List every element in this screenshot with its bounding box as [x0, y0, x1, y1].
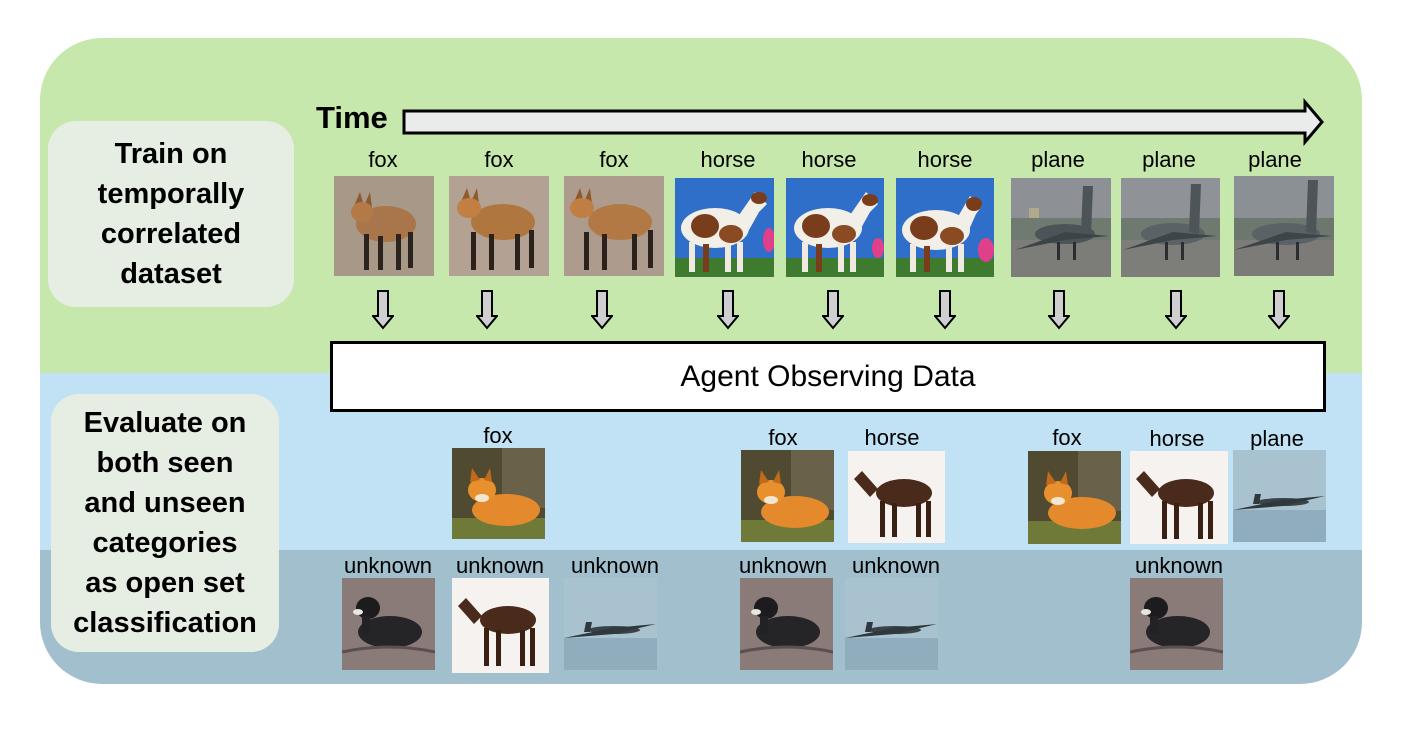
- eval-box-line: Evaluate on: [83, 407, 247, 439]
- down-arrow: [372, 290, 394, 330]
- fox-image: [564, 176, 664, 276]
- plane-image: [1233, 450, 1326, 542]
- train-box-line: Train on: [114, 138, 228, 170]
- down-arrow: [822, 290, 844, 330]
- train-label: plane: [1248, 147, 1302, 172]
- eval-box: Evaluate on both seen and unseen categor…: [51, 394, 279, 652]
- unknown-label: unknown: [455, 553, 545, 578]
- down-arrow: [1048, 290, 1070, 330]
- coot-image: [1130, 578, 1223, 670]
- plane-image: [1234, 176, 1334, 276]
- plane-image: [1011, 178, 1111, 277]
- seen-eval-label: fox: [1052, 425, 1082, 450]
- train-box-line: correlated: [100, 218, 242, 250]
- plane-image: [564, 578, 657, 670]
- down-arrow: [1268, 290, 1290, 330]
- train-label: horse: [801, 147, 857, 172]
- seen-eval-label: fox: [768, 425, 798, 450]
- unknown-label: unknown: [1134, 553, 1224, 578]
- horse-image: [896, 178, 994, 277]
- horse-image: [1130, 451, 1228, 544]
- fox-image: [741, 450, 834, 542]
- train-label: fox: [484, 147, 514, 172]
- down-arrow: [1165, 290, 1187, 330]
- train-box-line: temporally: [97, 178, 245, 210]
- train-box-line: dataset: [120, 258, 222, 290]
- seen-eval-label: horse: [1149, 426, 1205, 451]
- plane-image: [845, 578, 938, 670]
- unknown-label: unknown: [343, 553, 433, 578]
- train-label: horse: [917, 147, 973, 172]
- agent-label: Agent Observing Data: [680, 359, 976, 393]
- train-label: horse: [700, 147, 756, 172]
- train-label: plane: [1142, 147, 1196, 172]
- fox-image: [334, 176, 434, 276]
- unknown-label: unknown: [738, 553, 828, 578]
- train-label: fox: [599, 147, 629, 172]
- eval-box-line: categories: [92, 527, 238, 559]
- fox-image: [449, 176, 549, 276]
- coot-image: [740, 578, 833, 670]
- eval-box-line: and unseen: [84, 487, 246, 519]
- train-box: Train on temporally correlated dataset: [48, 121, 294, 307]
- horse-image: [675, 178, 774, 277]
- eval-box-line: as open set: [85, 567, 245, 599]
- horse-image: [848, 451, 945, 543]
- eval-box-line: classification: [73, 607, 257, 639]
- eval-box-line: both seen: [96, 447, 234, 479]
- fox-image: [1028, 451, 1121, 544]
- seen-eval-label: fox: [483, 423, 513, 448]
- coot-image: [342, 578, 435, 670]
- seen-eval-label: plane: [1250, 426, 1304, 451]
- plane-image: [1121, 178, 1220, 277]
- horse-image: [786, 178, 884, 277]
- down-arrow: [934, 290, 956, 330]
- train-label: plane: [1031, 147, 1085, 172]
- unknown-label: unknown: [851, 553, 941, 578]
- down-arrow: [476, 290, 498, 330]
- fox-image: [452, 448, 545, 539]
- down-arrow: [717, 290, 739, 330]
- unknown-label: unknown: [570, 553, 660, 578]
- time-arrow: [402, 98, 1324, 147]
- horse-image: [452, 578, 549, 673]
- seen-eval-label: horse: [864, 425, 920, 450]
- train-label: fox: [368, 147, 398, 172]
- down-arrow: [591, 290, 613, 330]
- time-label: Time: [316, 100, 388, 135]
- agent-box: Agent Observing Data: [330, 341, 1326, 412]
